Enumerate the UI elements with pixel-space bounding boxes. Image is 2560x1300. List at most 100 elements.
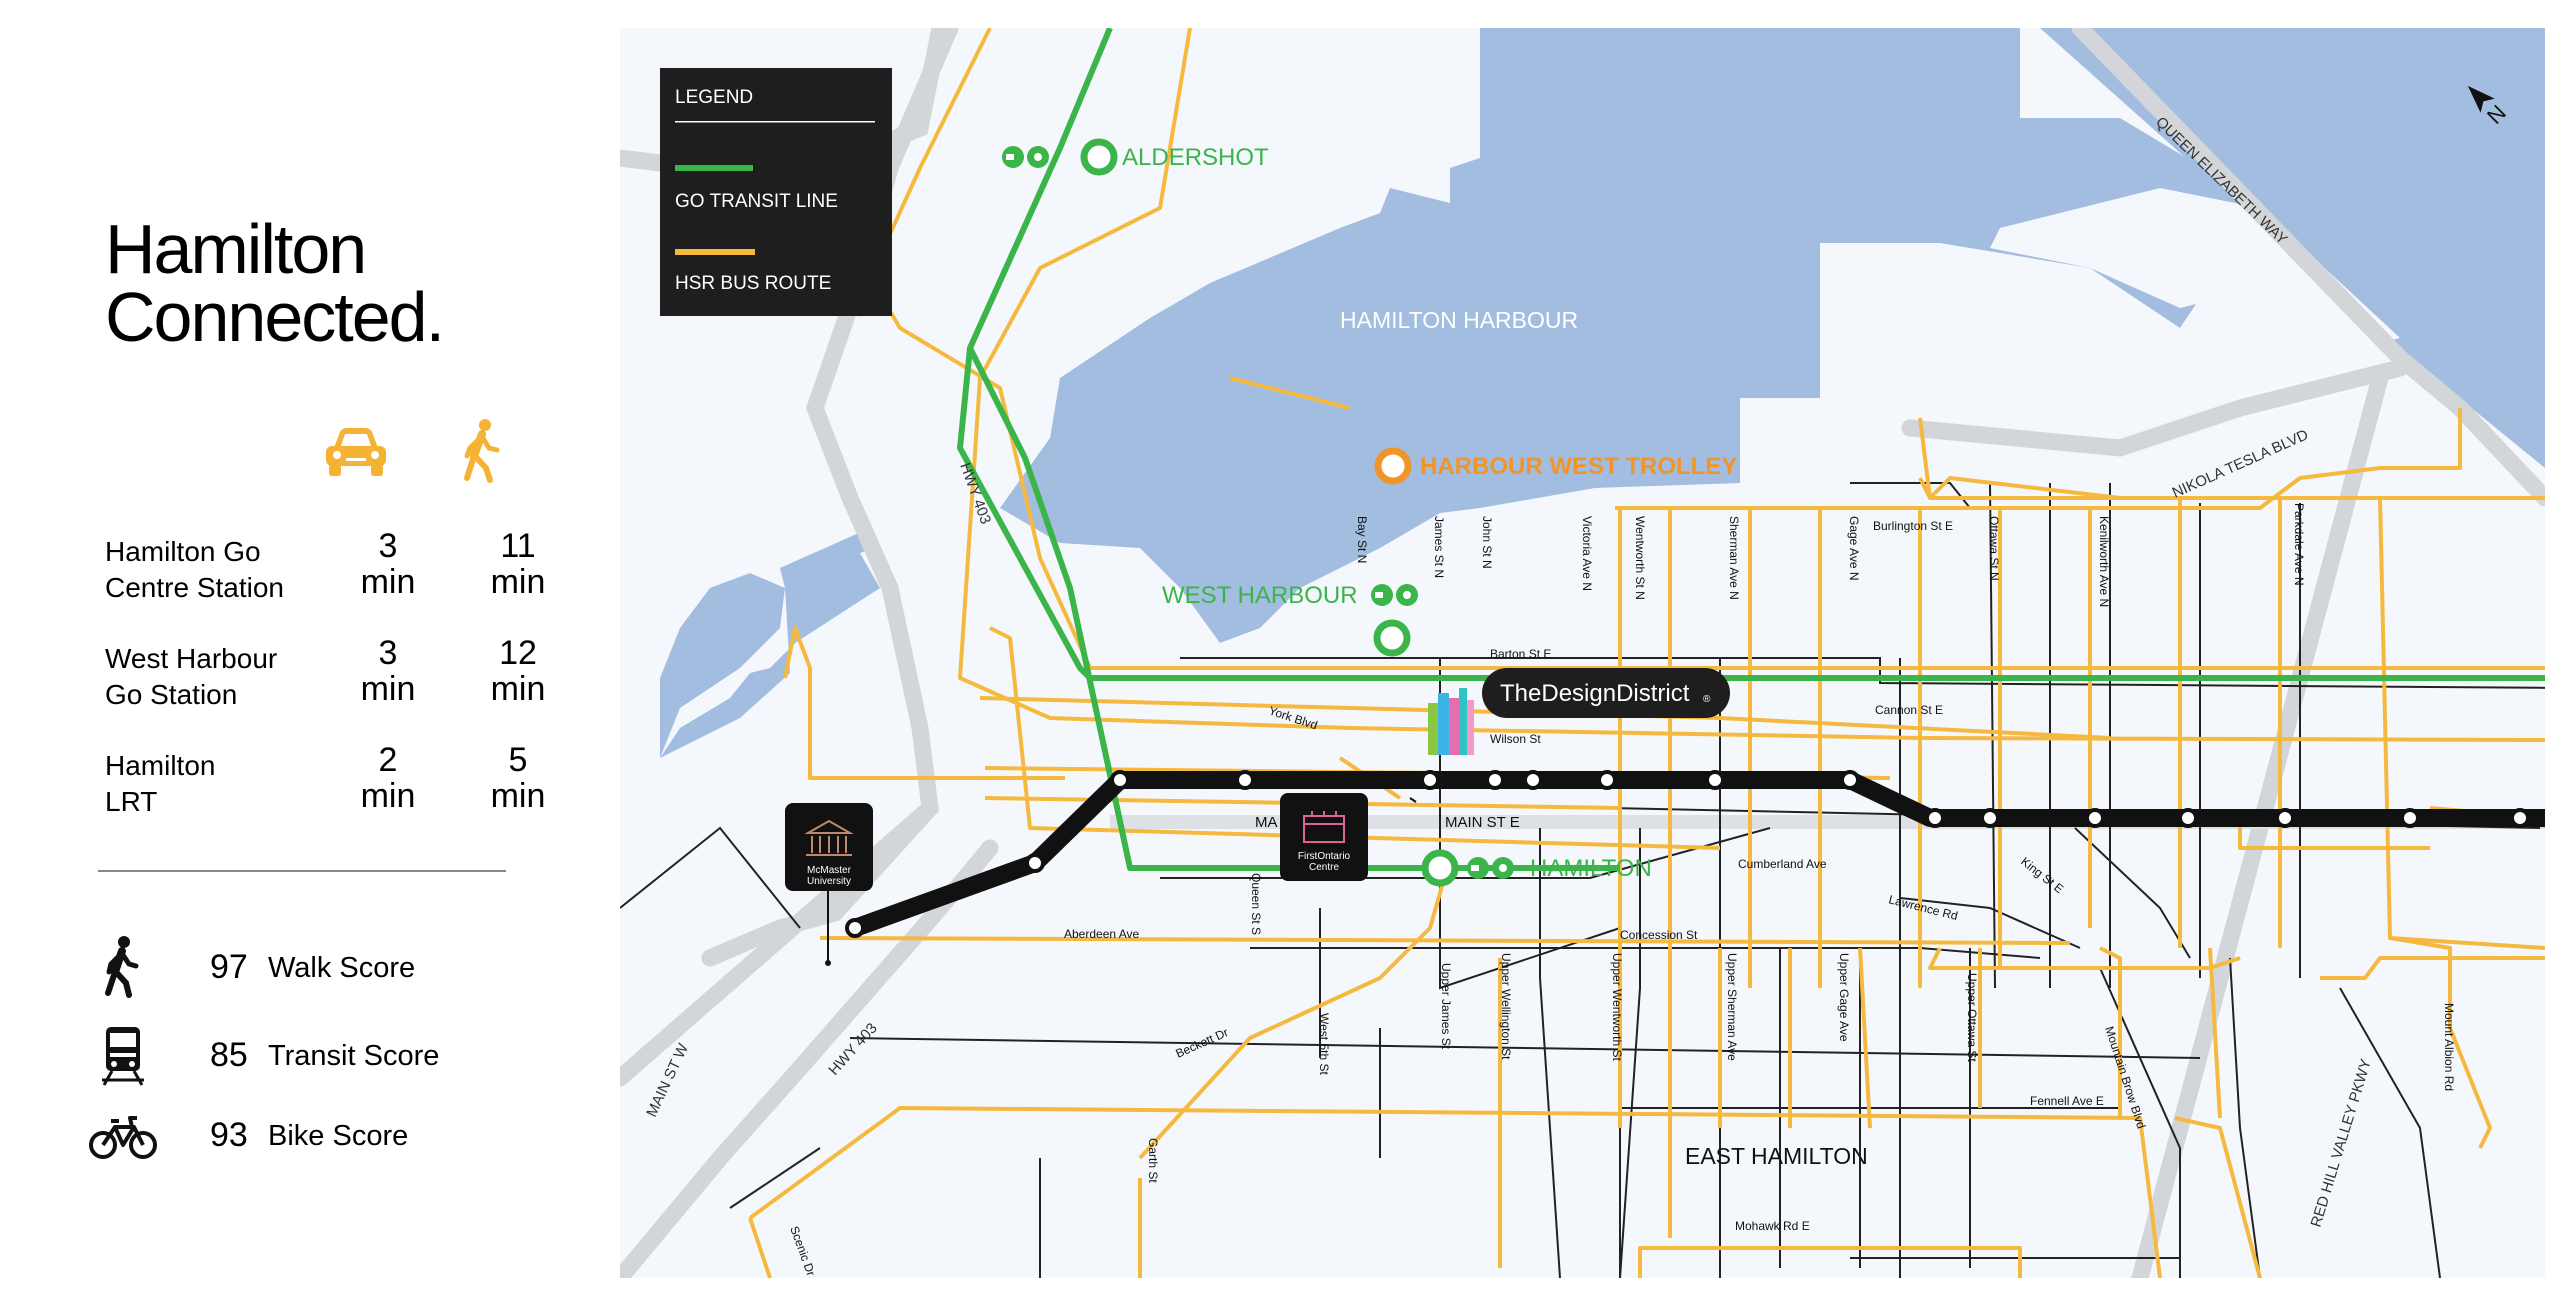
registered-mark: ® <box>1703 694 1711 705</box>
car-icon <box>320 422 392 487</box>
legend-box <box>660 68 892 316</box>
travel-row-label: West Harbour Go Station <box>105 641 277 713</box>
trolley-marker <box>1374 447 1412 485</box>
hamilton-station-label: HAMILTON <box>1530 855 1652 882</box>
street-label: Upper Wellington St <box>1499 953 1513 1060</box>
west-bay-water <box>660 573 785 758</box>
trolley-label: HARBOUR WEST TROLLEY <box>1420 453 1737 480</box>
walk-score: 97 Walk Score <box>88 935 548 1005</box>
university-building-icon <box>804 819 854 856</box>
street-label: Fennell Ave E <box>2030 1094 2104 1108</box>
travel-row-label: Hamilton Go Centre Station <box>105 534 284 606</box>
building-icon <box>1428 688 1474 755</box>
car-time-value: 3 <box>378 634 398 672</box>
travel-row-west-harbour: West Harbour Go Station 3 min 12 min <box>105 635 545 715</box>
transit-score-label: Transit Score <box>268 1040 440 1072</box>
walk-time-value: 5 <box>508 741 528 779</box>
west-harbour-station-marker <box>1373 619 1411 657</box>
aldershot-label: ALDERSHOT <box>1122 144 1269 171</box>
aldershot-station-marker <box>1080 138 1118 176</box>
street-label: Parkdale Ave N <box>2292 503 2306 586</box>
bike-score-value: 93 <box>210 1116 248 1154</box>
street-label: Upper Wentworth St <box>1610 953 1624 1061</box>
car-time: 3 min <box>343 635 433 707</box>
pedestrian-icon <box>88 935 158 1001</box>
firstontario-label-line1: FirstOntario <box>1298 851 1351 862</box>
legend-go-label: GO TRANSIT LINE <box>675 191 838 212</box>
legend-hsr-label: HSR BUS ROUTE <box>675 273 831 294</box>
street-label: Cannon St E <box>1875 703 1943 717</box>
street-label: Concession St <box>1620 928 1698 942</box>
design-district-label: TheDesignDistrict <box>1500 680 1690 707</box>
nikola-tesla-road <box>1901 359 2409 457</box>
bike-score-label: Bike Score <box>268 1120 409 1152</box>
walk-time-unit: min <box>490 563 546 601</box>
travel-row-label-line1: West Harbour <box>105 643 278 674</box>
street-label: John St N <box>1480 516 1494 569</box>
title-line-2: Connected. <box>105 278 445 356</box>
street-label: Wentworth St N <box>1633 516 1647 600</box>
street-label: Mount Albion Rd <box>2442 1003 2456 1091</box>
street-label: Aberdeen Ave <box>1064 927 1140 941</box>
bicycle-icon <box>88 1103 158 1169</box>
mcmaster-label-line1: McMaster <box>807 865 852 876</box>
station-harbour-west-trolley: HARBOUR WEST TROLLEY <box>1374 447 1737 485</box>
travel-row-label-line1: Hamilton <box>105 750 216 781</box>
street-label: West 5th St <box>1317 1013 1331 1075</box>
go-logo-icon <box>1002 146 1049 168</box>
west-harbour-label: WEST HARBOUR <box>1162 582 1358 609</box>
transit-score-value: 85 <box>210 1036 248 1074</box>
station-west-harbour: WEST HARBOUR <box>1162 582 1418 657</box>
street-label: Upper James St <box>1439 963 1453 1050</box>
walk-time-unit: min <box>490 777 546 815</box>
legend-hsr-swatch <box>675 249 755 255</box>
walk-score-label: Walk Score <box>268 952 416 984</box>
street-label: Mohawk Rd E <box>1735 1219 1810 1233</box>
street-label: Upper Ottawa St <box>1965 973 1979 1062</box>
mcmaster-label-line2: University <box>807 876 851 887</box>
travel-row-hamilton-go-centre: Hamilton Go Centre Station 3 min 11 min <box>105 528 545 608</box>
travel-row-label: Hamilton LRT <box>105 748 215 820</box>
train-icon <box>88 1023 158 1089</box>
travel-row-label-line2: Centre Station <box>105 572 284 603</box>
cootes-paradise-water <box>660 528 880 758</box>
car-time-value: 2 <box>378 741 398 779</box>
hamilton-station-marker <box>1421 849 1459 887</box>
walk-time-value: 11 <box>500 527 536 565</box>
street-label: Ottawa St N <box>1987 516 2001 581</box>
firstontario-label-line2: Centre <box>1309 862 1339 873</box>
divider <box>98 870 506 872</box>
main-st-label: MAIN ST E <box>1445 814 1520 831</box>
street-label: Cumberland Ave <box>1738 857 1827 871</box>
go-logo-icon <box>1371 584 1418 606</box>
page-title: Hamilton Connected. <box>105 214 445 356</box>
walk-time: 12 min <box>473 635 563 707</box>
qew-road <box>2071 28 2545 507</box>
east-hamilton-label: EAST HAMILTON <box>1685 1143 1868 1169</box>
legend-go-swatch <box>675 165 753 171</box>
street-label: Barton St E <box>1490 647 1551 661</box>
industrial-land <box>1990 188 2400 348</box>
car-time: 2 min <box>343 742 433 814</box>
travel-row-label-line2: Go Station <box>105 679 238 710</box>
street-label: Kenilworth Ave N <box>2097 516 2111 607</box>
legend-title: LEGEND <box>675 87 753 108</box>
travel-row-hamilton-lrt: Hamilton LRT 2 min 5 min <box>105 742 545 822</box>
transit-score: 85 Transit Score <box>88 1023 548 1093</box>
walking-person-icon <box>462 418 502 489</box>
car-time-unit: min <box>360 670 416 708</box>
main-st-label-left: MA <box>1255 814 1278 831</box>
firstontario-centre-marker: FirstOntario Centre <box>1280 793 1417 881</box>
car-time-value: 3 <box>378 527 398 565</box>
travel-row-label-line2: LRT <box>105 786 158 817</box>
car-time: 3 min <box>343 528 433 600</box>
walk-time: 11 min <box>473 528 563 600</box>
street-label: Upper Gage Ave <box>1837 953 1851 1042</box>
street-label: Queen St S <box>1249 873 1263 935</box>
travel-row-label-line1: Hamilton Go <box>105 536 261 567</box>
street-label: Burlington St E <box>1873 519 1953 533</box>
transit-map: LEGEND GO TRANSIT LINE HSR BUS ROUTE N A… <box>620 28 2545 1278</box>
walk-time-value: 12 <box>499 634 537 672</box>
street-label: Garth St <box>1146 1138 1160 1183</box>
bike-score: 93 Bike Score <box>88 1103 548 1173</box>
